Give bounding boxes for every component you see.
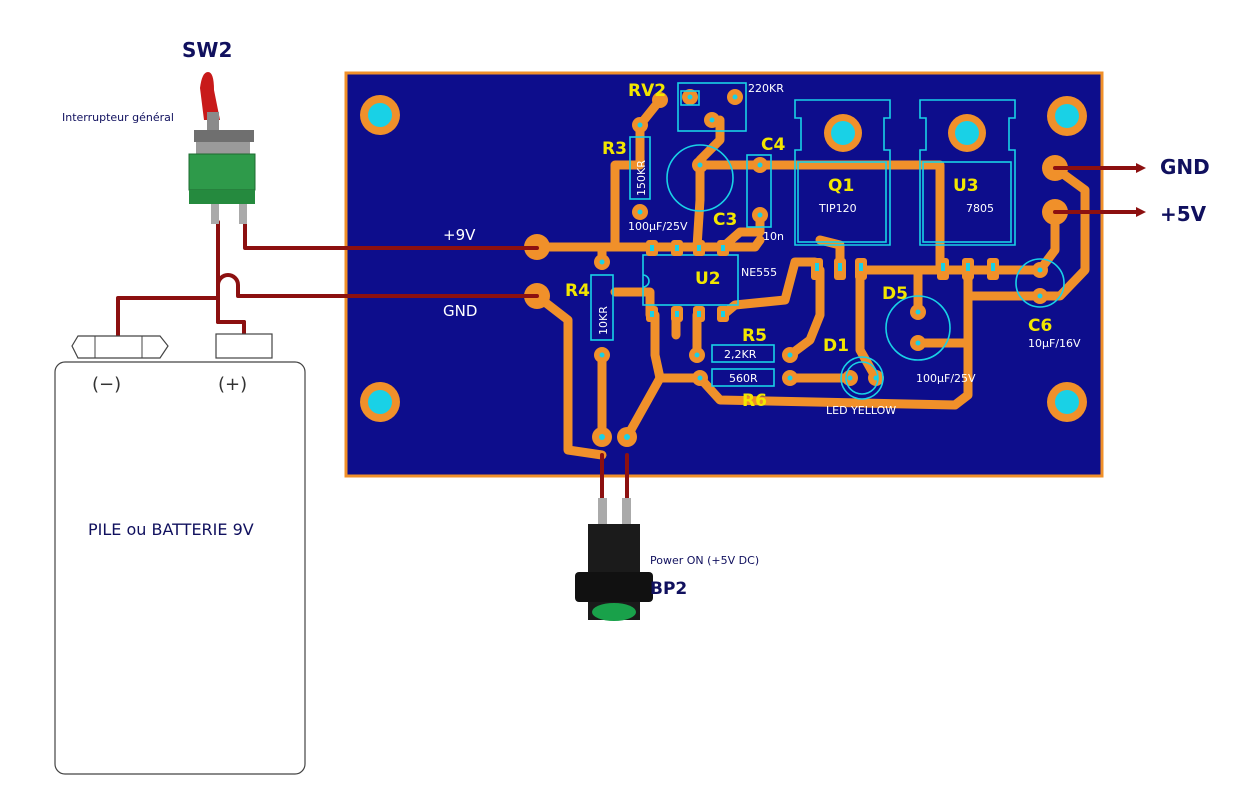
d5-ref: D5 [882,284,908,304]
r3-outline [629,136,651,200]
output-plus5v-label: +5V [1160,202,1207,226]
output-gnd-label: GND [1160,155,1210,179]
u3-pins [937,258,999,280]
sw2-ref: SW2 [182,38,232,62]
u3-outline [919,99,1016,246]
pcb-board: RV2 220KR R3 150KR C4 10n C3 100µF/25V Q… [344,71,1104,478]
r6-value: 560R [729,372,758,385]
output-arrows [1053,163,1146,217]
battery-9v [54,333,306,775]
d5-outline [885,295,951,361]
q1-ref: Q1 [828,176,854,196]
battery-minus-label: (−) [92,374,121,395]
mounting-hole-bottom-right [1047,382,1087,422]
r4-outline [590,274,614,341]
sw2-label: Interrupteur général [62,111,174,124]
c4-outline [746,154,772,228]
u3-value: 7805 [966,202,994,215]
r6-ref: R6 [742,391,767,411]
mounting-hole-bottom-left [360,382,400,422]
r5-ref: R5 [742,326,767,346]
rv2-ref: RV2 [628,81,666,101]
mounting-hole-top-right [1047,96,1087,136]
mounting-hole-top-left [360,95,400,135]
toggle-switch-sw2 [188,72,256,224]
net-label-plus9v: +9V [443,226,476,244]
r5-outline [711,344,775,363]
c6-ref: C6 [1028,316,1052,336]
battery-plus-label: (+) [218,374,247,395]
rv2-outline [677,82,747,132]
r4-ref: R4 [565,281,590,301]
c3-outline [666,144,734,212]
battery-label: PILE ou BATTERIE 9V [88,520,254,539]
d5-value: 100µF/25V [916,372,976,385]
r3-ref: R3 [602,139,627,159]
d1-value: LED YELLOW [826,404,896,417]
u3-ref: U3 [953,176,979,196]
c6-outline [1015,258,1065,308]
r6-outline [711,368,775,387]
c6-value: 10µF/16V [1028,337,1081,350]
q1-value: TIP120 [818,202,857,215]
net-label-gnd: GND [443,302,477,320]
r5-value: 2,2KR [724,348,757,361]
c3-value: 100µF/25V [628,220,688,233]
rv2-value: 220KR [748,82,784,95]
c3-ref: C3 [713,210,737,230]
u2-value: NE555 [741,266,777,279]
u2-ref: U2 [695,269,721,289]
push-button-bp2 [575,498,653,621]
q1-outline [794,99,891,246]
d1-ref: D1 [823,336,849,356]
c4-ref: C4 [761,135,785,155]
bp2-ref: BP2 [650,579,687,599]
u2-ic [642,240,739,322]
c4-value: 10n [763,230,784,243]
external-wires [116,220,629,500]
q1-pins [811,258,867,280]
d1-outline [840,356,884,400]
r3-value: 150KR [635,160,648,196]
r4-value: 10KR [597,306,610,335]
bp2-label: Power ON (+5V DC) [650,554,759,567]
